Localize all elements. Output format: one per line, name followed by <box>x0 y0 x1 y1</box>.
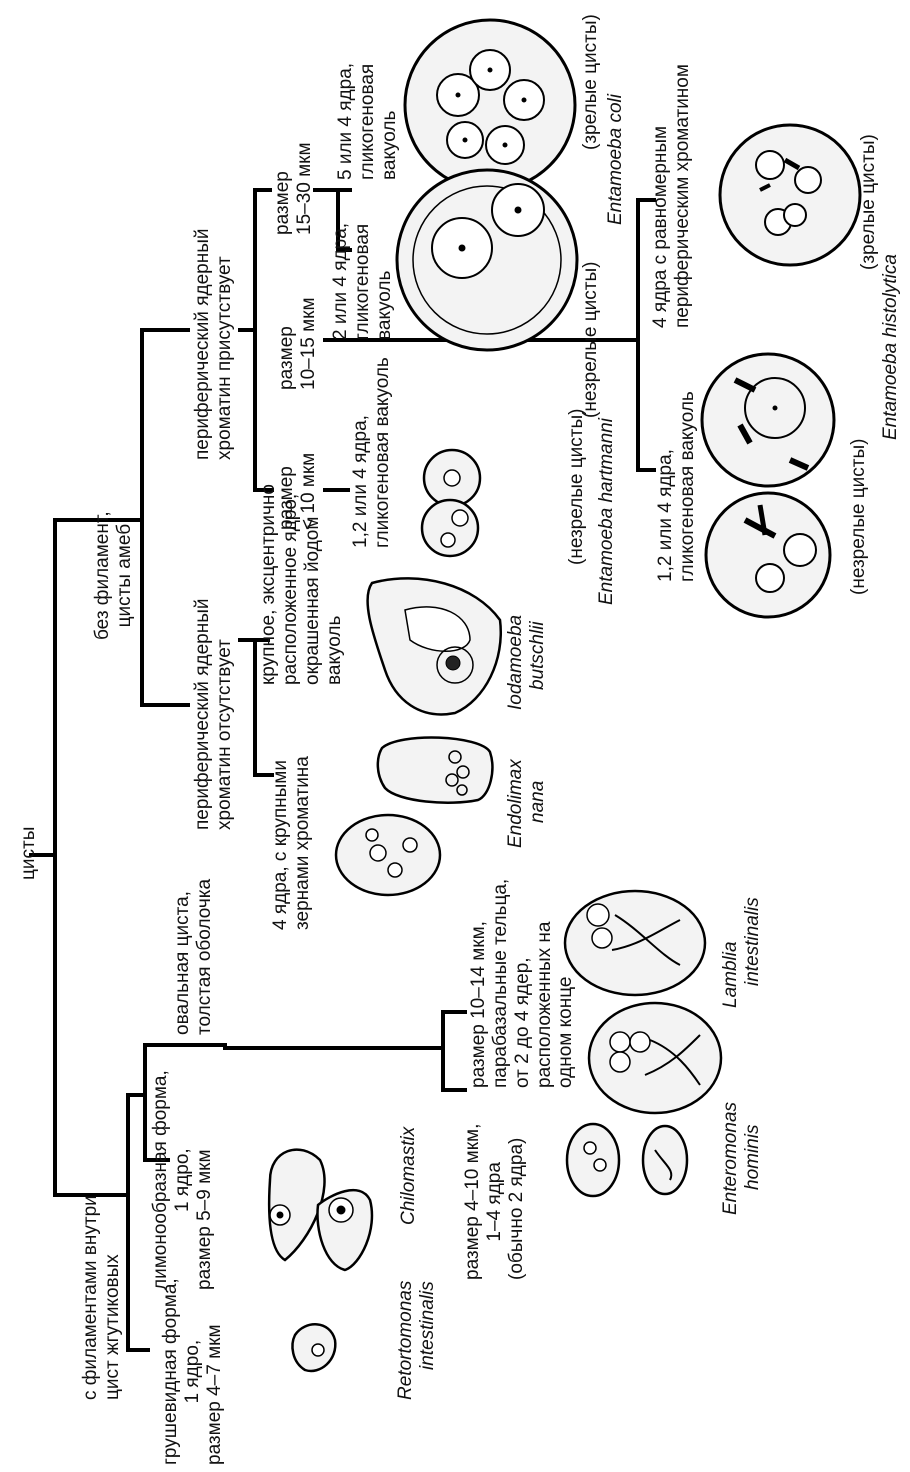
hartmanni-status: (незрелые цисты) <box>566 409 588 565</box>
iodamoeba-butschlii-cyst-image <box>368 578 501 714</box>
chromatin-present-label: периферический ядерный хроматин присутст… <box>192 229 236 460</box>
entamoeba-coli-mature-cyst-image <box>405 20 575 190</box>
histolytica-mature-status: (зрелые цисты) <box>858 134 880 270</box>
entamoeba-histolytica-name: Entamoeba histolytica <box>880 254 902 440</box>
lamblia-intestinalis-cyst-image-b <box>589 1003 721 1113</box>
entamoeba-hartmanni-name: Entamoeba hartmanni <box>596 418 618 605</box>
enteromonas-name: Enteromonas hominis <box>720 1102 764 1215</box>
entamoeba-histolytica-mature-cyst-image <box>720 125 860 265</box>
size-15-30-label: размер 15–30 мкм <box>272 142 316 235</box>
endolimax-nana-cyst-image <box>378 737 493 802</box>
retortomonas-intestinalis-cyst-image <box>292 1324 335 1371</box>
chromatin-absent-label: периферический ядерный хроматин отсутств… <box>192 599 236 830</box>
chilomastix-cyst-image <box>269 1150 372 1270</box>
enteromonas-hominis-cyst-image <box>567 1124 687 1196</box>
histolytica-immature-status: (незрелые цисты) <box>848 439 870 595</box>
entamoeba-histolytica-immature-cyst-image-b <box>706 493 830 617</box>
coli-immature-description: 2 или 4 ядра, гликогеновая вакуоль <box>330 223 396 340</box>
retortomonas-name: Retortomonas intestinalis <box>395 1281 439 1400</box>
coli-immature-status: (незрелые цисты) <box>580 262 602 418</box>
enteromonas-description: размер 4–10 мкм, 1–4 ядра (обычно 2 ядра… <box>462 1124 528 1280</box>
coli-mature-status: (зрелые цисты) <box>580 14 602 150</box>
oval-cyst-description: овальная циста, толстая оболочка <box>172 879 216 1035</box>
entamoeba-coli-immature-cyst-image <box>397 170 577 350</box>
hartmanni-description: 1,2 или 4 ядра, гликогеновая вакуоль <box>350 357 394 548</box>
lamblia-intestinalis-cyst-image-a <box>565 891 705 995</box>
coli-mature-description: 5 или 4 ядра, гликогеновая вакуоль <box>335 63 401 180</box>
iodamoeba-name: Iodamoeba butschlii <box>505 615 549 710</box>
amoeba-branch-label: без филамент, цисты амеб <box>92 511 136 640</box>
size-10-15-label: размер 10–15 мкм <box>276 297 320 390</box>
endolimax-description: 4 ядра, с крупными зернами хроматина <box>270 756 314 930</box>
entamoeba-hartmanni-cyst-image <box>422 450 480 556</box>
flagellate-branch-label: с филаментами внутри цист жгутиковых <box>80 1195 124 1400</box>
lemon-shape-description: лимонообразная форма, 1 ядро, размер 5–9… <box>150 1070 216 1290</box>
chilomastix-name: Chilomastix <box>398 1127 420 1225</box>
pear-shape-description: грушевидная форма, 1 ядро, размер 4–7 мк… <box>160 1278 226 1465</box>
histolytica-immature-description: 1,2 или 4 ядра, гликогеновая вакуоль <box>655 391 699 582</box>
entamoeba-coli-name: Entamoeba coli <box>605 94 627 225</box>
endolimax-nana-cyst-image-b <box>336 815 440 895</box>
lamblia-description: размер 10–14 мкм, парабазальные тельца, … <box>468 879 577 1088</box>
iodamoeba-description: крупное, эксцентрично расположенное ядро… <box>258 484 345 685</box>
lamblia-name: Lamblia intestinalis <box>720 897 764 1008</box>
endolimax-name: Endolimax nana <box>505 759 549 848</box>
entamoeba-histolytica-immature-cyst-image-a <box>702 354 834 486</box>
root-label: цисты <box>18 827 40 880</box>
histolytica-mature-description: 4 ядра с равномерным периферическим хром… <box>650 64 694 328</box>
